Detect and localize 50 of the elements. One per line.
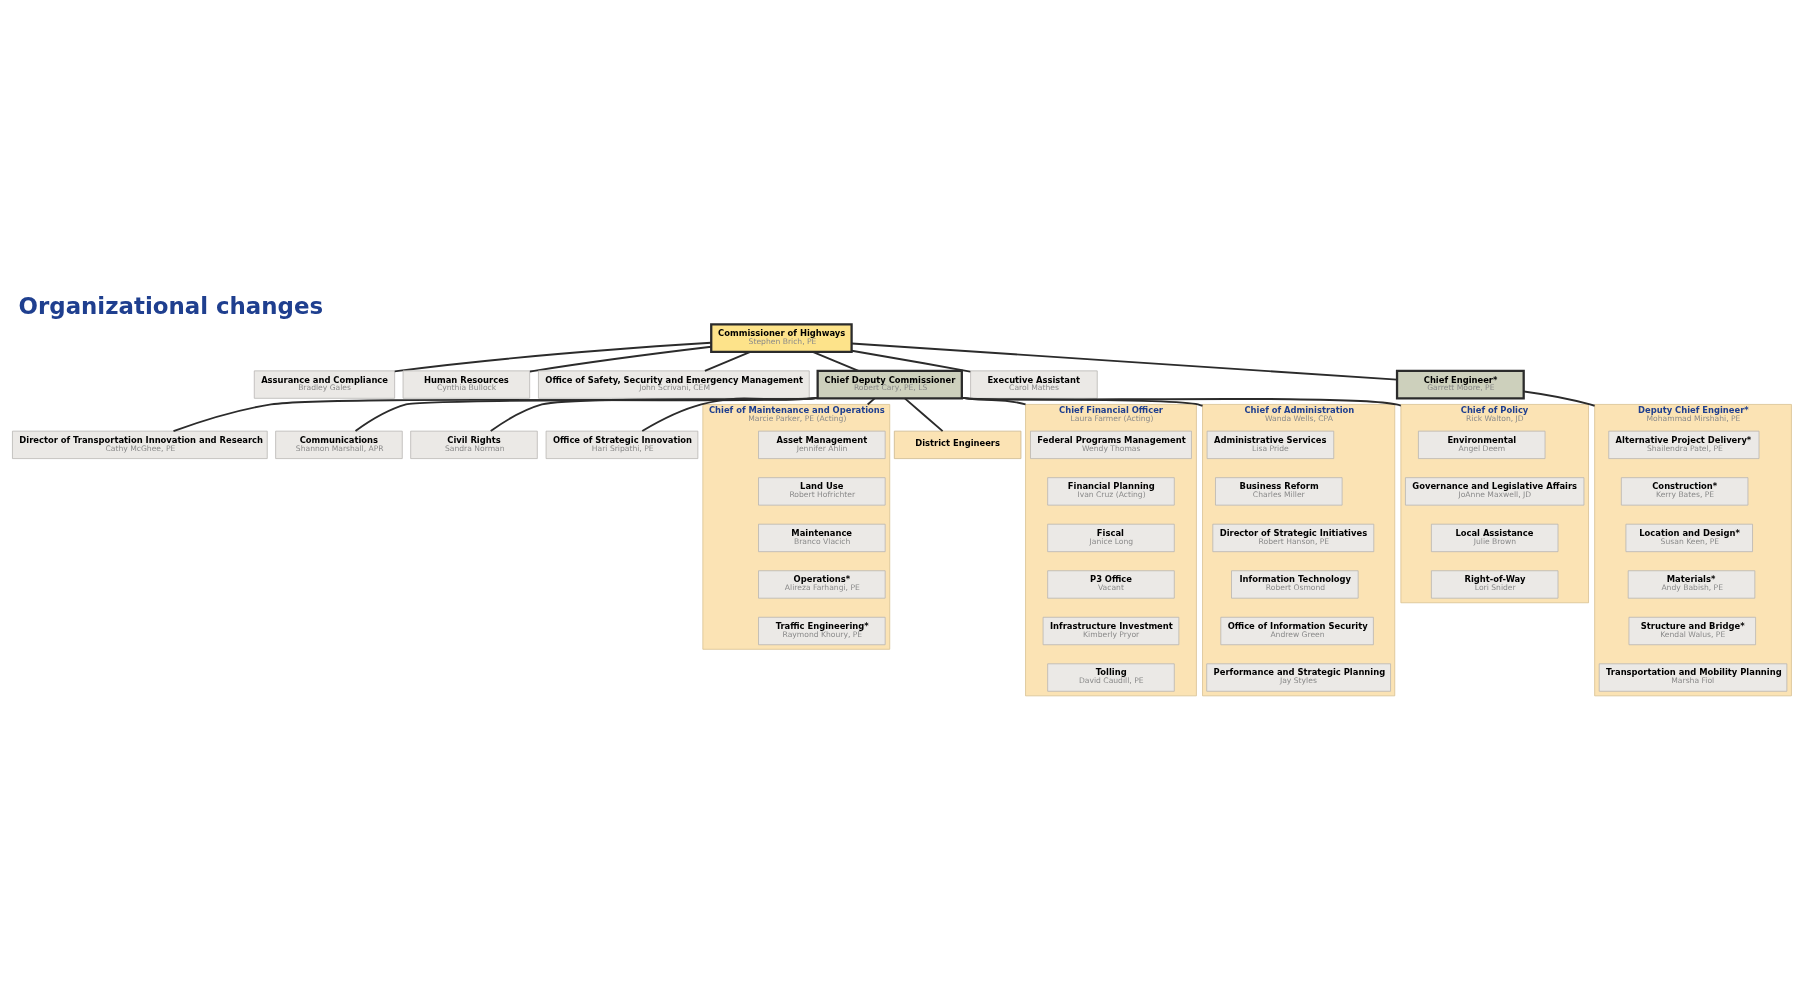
- connector: [354, 396, 819, 432]
- node-box: Chief Deputy Commissioner Robert Cary, PE, LS: [816, 369, 963, 399]
- connector: [172, 396, 819, 432]
- node-box: Operations* Alireza Farhangi, PE: [758, 569, 886, 599]
- node-box: Director of Strategic Initiatives Robert Hanson, PE: [1212, 523, 1375, 552]
- node-box: Materials* Andy Babish, PE: [1627, 569, 1756, 599]
- node-box: Environmental Angel Deem: [1418, 430, 1546, 459]
- node-box: Office of Safety, Security and Emergency Management John Scrivani, CEM: [538, 370, 810, 399]
- node-box: District Engineers: [893, 430, 1022, 459]
- node-box: Governance and Legislative Affairs JoAnne Maxwell, JD: [1405, 476, 1585, 505]
- node-box: Transportation and Mobility Planning Marsha Fiol: [1598, 662, 1788, 692]
- node-box: Human Resources Cynthia Bullock: [402, 370, 531, 399]
- connector: [393, 341, 712, 372]
- connector: [903, 396, 944, 432]
- node-box: Infrastructure Investment Kimberly Pryor: [1042, 616, 1180, 645]
- node-box: Office of Information Security Andrew Green: [1220, 616, 1374, 645]
- diagram-title: Organizational changes: [18, 292, 324, 319]
- node-box: Assurance and Compliance Bradley Gales: [253, 370, 395, 399]
- node-box: Alternative Project Delivery* Shailendra Patel, PE: [1608, 430, 1760, 459]
- node-box: Business Reform Charles Miller: [1215, 476, 1343, 505]
- node-box: Land Use Robert Hofrichter: [758, 476, 886, 505]
- node-box: Performance and Strategic Planning Jay Styles: [1206, 662, 1391, 692]
- node-box: Administrative Services Lisa Pride: [1206, 430, 1335, 459]
- node-box: P3 Office Vacant: [1047, 569, 1175, 599]
- node-box: Maintenance Branco Vlacich: [758, 523, 886, 552]
- node-box: Local Assistance Julie Brown: [1431, 523, 1559, 552]
- node-box: Federal Programs Management Wendy Thomas: [1030, 430, 1192, 459]
- node-box: Executive Assistant Carol Mathes: [970, 370, 1098, 399]
- node-box: Location and Design* Susan Keen, PE: [1625, 523, 1753, 552]
- node-box: Asset Management Jennifer Ahlin: [758, 430, 886, 459]
- node-box: Right-of-Way Lori Snider: [1431, 569, 1559, 599]
- node-box: Information Technology Robert Osmond: [1231, 569, 1359, 599]
- node-box: Traffic Engineering* Raymond Khoury, PE: [758, 616, 886, 645]
- node-box: Financial Planning Ivan Cruz (Acting): [1047, 476, 1175, 505]
- node-box: Office of Strategic Innovation Hari Sripathi, PE: [545, 430, 699, 459]
- node-box: Commissioner of Highways Stephen Brich, PE: [710, 322, 853, 353]
- node-box: Communications Shannon Marshall, APR: [275, 430, 403, 459]
- node-box: Director of Transportation Innovation and Research Cathy McGhee, PE: [12, 430, 268, 459]
- connector: [850, 342, 1398, 381]
- node-box: Construction* Kerry Bates, PE: [1620, 476, 1749, 505]
- node-box: Civil Rights Sandra Norman: [410, 430, 538, 459]
- connector: [811, 350, 860, 372]
- connector: [866, 396, 876, 405]
- connector: [1522, 389, 1596, 407]
- connector: [703, 350, 752, 372]
- node-box: Structure and Bridge* Kendal Walus, PE: [1628, 616, 1756, 645]
- node-box: Fiscal Janice Long: [1047, 523, 1175, 552]
- connector: [529, 345, 713, 373]
- node-box: Tolling David Caudill, PE: [1047, 662, 1175, 692]
- connector: [850, 349, 972, 373]
